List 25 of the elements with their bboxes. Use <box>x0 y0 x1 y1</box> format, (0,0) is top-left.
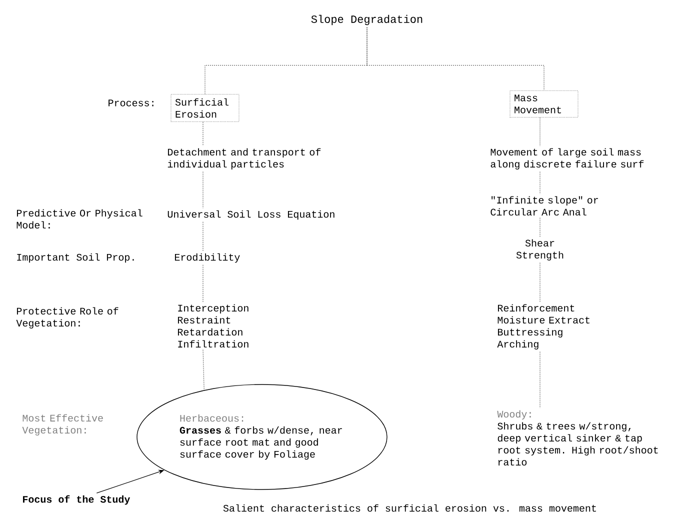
connector-line <box>202 264 204 302</box>
callout-text: Focus of the Study <box>23 495 130 505</box>
heading-text: Slope Degradation <box>311 14 422 26</box>
description-text: "Infinite slope" or Circular Arc Anal <box>490 196 598 216</box>
process-box: Surficial Erosion <box>170 94 240 122</box>
row-label: Protective Role of Vegetation: <box>16 307 118 329</box>
connector-line <box>202 122 204 146</box>
connector-line <box>202 222 204 252</box>
row-label: Most Effective Vegetation: <box>22 414 103 436</box>
caption: Salient characteristics of surficial erosion vs. mass movement <box>223 504 596 512</box>
description-text: Woody: Shrubs & trees w/strong, deep vertical sinker & tap root system. High root/shoot ratio <box>497 410 658 466</box>
row-label: Important Soil Prop. <box>17 253 134 263</box>
row-label: Process: <box>108 100 154 106</box>
description-text: Shear Strength <box>516 239 564 261</box>
description-text: Detachment and transport of individual particles <box>168 148 321 170</box>
description-text: Interception Restraint Retardation Infiltration <box>178 304 248 348</box>
description-text: Movement of large soil mass along discrete failure surf <box>490 148 644 170</box>
connector-line <box>366 27 544 91</box>
process-box: Mass Movement <box>510 90 578 118</box>
row-label: Predictive Or Physical Model: <box>16 209 142 229</box>
description-text: Universal Soil Loss Equation <box>168 210 334 220</box>
description-text: Erodibility <box>174 253 240 263</box>
connector-line <box>202 350 204 390</box>
description-text: Reinforcement Moisture Extract Buttressing Arching <box>497 304 590 350</box>
connector-line <box>202 172 204 208</box>
